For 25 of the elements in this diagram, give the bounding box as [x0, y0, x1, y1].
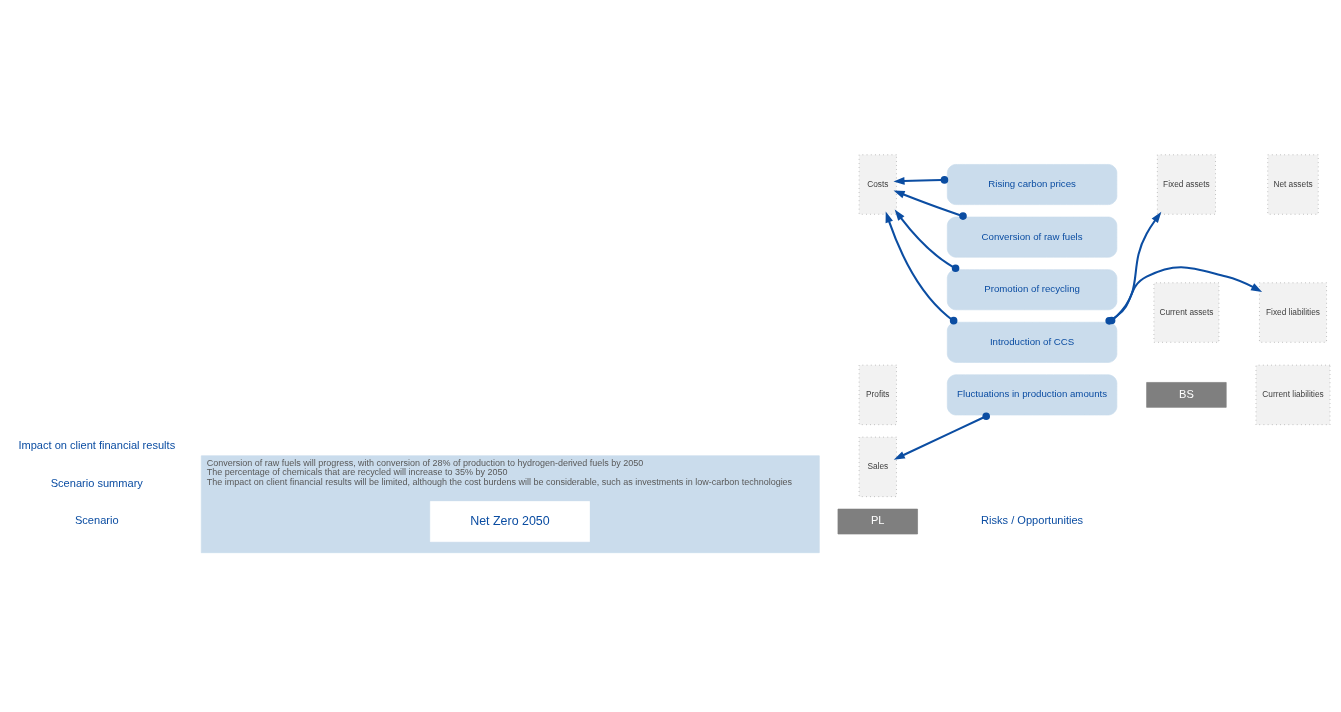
arrow [893, 190, 967, 220]
node-box: Sales [858, 436, 897, 497]
node-box: Current assets [1153, 281, 1220, 343]
node-box: BS [1146, 381, 1227, 408]
node-box: Rising carbon prices [946, 163, 1118, 205]
node-box: Promotion of recycling [946, 268, 1118, 310]
node-box: Introduction of CCS [946, 321, 1118, 363]
node-box: Fluctuations in production amounts [946, 374, 1118, 415]
node-box: Profits [858, 364, 897, 425]
label: Scenario summary [50, 476, 143, 489]
node-box: Conversion of raw fuels [946, 216, 1118, 258]
node-box: PL [837, 508, 918, 534]
node-box: Fixed assets [1157, 153, 1216, 215]
node-box: Current liabilities [1255, 364, 1331, 425]
node-box: Fixed liabilities [1259, 281, 1327, 343]
label: Risks / Opportunities [981, 513, 1084, 526]
label: Scenario [74, 513, 119, 526]
node-box: Costs [858, 153, 897, 215]
arrow [885, 210, 958, 324]
label: Impact on client financial results [18, 438, 176, 451]
arrow [894, 209, 960, 272]
node-box: Net Zero 2050 [430, 500, 590, 542]
arrow [893, 411, 990, 460]
arrow [893, 175, 949, 185]
node-box: Net assets [1267, 153, 1319, 215]
